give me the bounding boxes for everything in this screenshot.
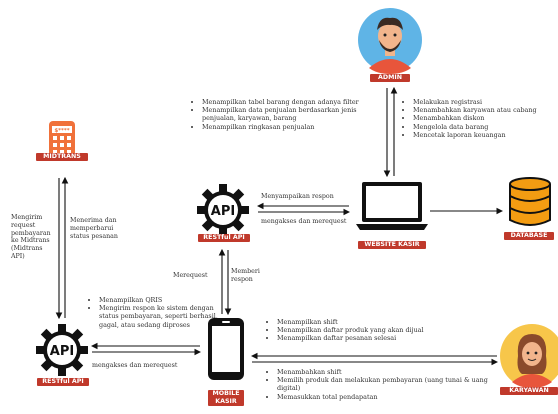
svg-text:API: API [211,204,235,219]
restful-api-top-node: API RESTful API [193,182,253,248]
admin-action-list: Melakukan registrasi Menambahkan karyawa… [404,98,558,139]
list-item: Menampilkan daftar pesanan selesai [277,334,477,342]
api-mobile-request-text: Merequest [173,272,208,279]
list-item: Memasukkan total pendapatan [277,393,507,401]
api-gear-icon: API [36,324,88,376]
database-icon [509,177,551,226]
mobile-kasir-node: MOBILE KASIR [200,316,252,414]
midtrans-payment-icon: $**** [49,121,75,161]
restful-api-top-label: RESTful API [198,234,250,242]
admin-view-list: Menampilkan tabel barang dengan adanya f… [193,98,387,131]
list-item: Mengelola data barang [413,123,558,131]
admin-node: ADMIN [355,6,425,86]
midtrans-status-text: Menerima dan memperbarui status pesanan [70,217,118,240]
list-item: Menampilkan tabel barang dengan adanya f… [202,98,387,106]
website-kasir-node: WEBSITE KASIR [352,178,432,256]
karyawan-label: KARYAWAN [500,387,558,395]
api-gear-icon: API [197,184,249,236]
database-node: DATABASE [502,176,558,246]
list-item: Menampilkan ringkasan penjualan [202,123,387,131]
list-item: Mengirim respon ke sistem dengan status … [99,304,219,329]
list-item: Menambahkan karyawan atau cabang [413,106,558,114]
list-item: Menampilkan daftar produk yang akan diju… [277,326,477,334]
list-item: Menambahkan shift [277,368,507,376]
list-item: Menampilkan shift [277,318,477,326]
website-kasir-label: WEBSITE KASIR [358,241,426,249]
database-label: DATABASE [504,232,554,240]
api-website-response-text: Menyampaikan respon [261,193,334,200]
restful-api-bottom-node: API RESTful API [32,322,92,392]
mobile-display-list: Menampilkan shift Menampilkan daftar pro… [268,318,477,343]
karyawan-avatar-icon [500,324,558,388]
laptop-icon [356,182,428,230]
svg-text:API: API [50,344,74,359]
mobile-api-request-text: mengakses dan merequest [92,362,178,369]
list-item: Menampilkan QRIS [99,296,219,304]
midtrans-node: $**** MIDTRANS [34,118,90,176]
midtrans-label: MIDTRANS [36,153,88,161]
mobile-label-line1: MOBILE [212,390,240,397]
mobile-action-list: Menambahkan shift Memilih produk dan mel… [268,368,507,401]
mobile-label-line2: KASIR [215,398,237,405]
smartphone-icon [208,318,244,380]
restful-api-bottom-label: RESTful API [37,378,89,386]
list-item: Mencetak laporan keuangan [413,131,558,139]
list-item: Menambahkan diskon [413,114,558,122]
list-item: Menampilkan data penjualan berdasarkan j… [202,106,387,122]
list-item: Melakukan registrasi [413,98,558,106]
svg-text:$****: $**** [54,128,69,134]
list-item: Memilih produk dan melakukan pembayaran … [277,376,507,392]
mobile-api-list: Menampilkan QRIS Mengirim respon ke sist… [90,296,219,329]
karyawan-node: KARYAWAN [498,322,558,402]
mobile-kasir-label: MOBILE KASIR [208,390,244,406]
midtrans-request-text: Mengirim request pembayaran ke Midtrans … [11,214,51,260]
admin-avatar-icon [358,8,422,74]
api-website-request-text: mengakses dan merequest [261,218,347,225]
admin-label: ADMIN [370,74,410,82]
api-mobile-response-text: Memberi respon [231,268,260,283]
